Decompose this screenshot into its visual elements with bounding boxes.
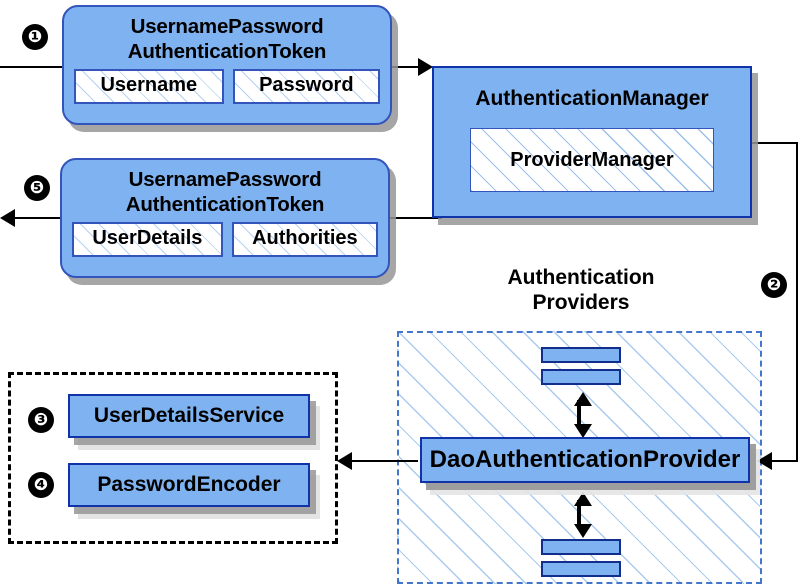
response-token-title-line2: AuthenticationToken	[125, 193, 325, 216]
provider-link-bottom-arrow-down	[574, 524, 592, 538]
request-token-slot-username: Username	[74, 69, 224, 104]
manager-to-provider-arrowhead	[757, 452, 772, 470]
dao-authentication-provider-label: DaoAuthenticationProvider	[429, 446, 741, 473]
request-token-slot-password: Password	[232, 69, 381, 104]
password-encoder-box[interactable]: PasswordEncoder	[68, 463, 310, 507]
outgoing-response-line	[14, 217, 62, 219]
provider-manager-label: ProviderManager	[510, 149, 674, 171]
provider-manager-box[interactable]: ProviderManager	[470, 128, 714, 192]
provider-link-top-stem	[577, 400, 581, 426]
request-token-title-line2: AuthenticationToken	[127, 40, 327, 63]
authentication-manager-title: AuthenticationManager	[475, 87, 709, 110]
provider-link-top-arrow-up	[574, 392, 592, 406]
request-authentication-token-box[interactable]: UsernamePassword AuthenticationToken Use…	[62, 5, 392, 125]
response-token-slot-userdetails: UserDetails	[72, 222, 223, 257]
outgoing-response-arrowhead	[0, 209, 15, 227]
dao-authentication-provider-box[interactable]: DaoAuthenticationProvider	[420, 437, 750, 483]
provider-placeholder-bottom-1	[541, 539, 621, 555]
response-authentication-token-box[interactable]: UsernamePassword AuthenticationToken Use…	[60, 158, 390, 278]
provider-placeholder-top-2	[541, 369, 621, 385]
response-token-title: UsernamePassword AuthenticationToken	[62, 160, 388, 217]
token-to-manager-arrowhead	[418, 58, 433, 76]
badge-step-2: ❷	[761, 272, 787, 298]
provider-placeholder-bottom-2	[541, 561, 621, 577]
manager-to-provider-line-vertical	[796, 142, 798, 461]
authentication-providers-label-line1: Authentication	[507, 266, 655, 289]
manager-to-response-token-line	[390, 217, 442, 219]
badge-step-5: ❺	[24, 175, 50, 201]
provider-placeholder-top-1	[541, 347, 621, 363]
authentication-providers-label: Authentication Providers	[472, 265, 690, 315]
user-details-service-label: UserDetailsService	[93, 404, 285, 427]
authentication-manager-box[interactable]: AuthenticationManager ProviderManager	[432, 66, 752, 218]
request-token-title-line1: UsernamePassword	[130, 15, 324, 38]
authentication-providers-label-line2: Providers	[532, 291, 630, 314]
response-token-slot-authorities: Authorities	[231, 222, 378, 257]
manager-to-provider-line-bottom	[772, 460, 798, 462]
manager-to-provider-line-top	[752, 142, 798, 144]
provider-to-beans-line	[352, 460, 418, 462]
incoming-request-line	[0, 66, 62, 68]
badge-step-4: ❹	[28, 472, 54, 498]
response-token-slots: UserDetails Authorities	[62, 222, 388, 257]
request-token-slots: Username Password	[64, 69, 390, 104]
provider-link-top-arrow-down	[574, 424, 592, 438]
provider-link-bottom-stem	[577, 500, 581, 526]
request-token-title: UsernamePassword AuthenticationToken	[64, 7, 390, 64]
user-details-service-box[interactable]: UserDetailsService	[68, 394, 310, 438]
provider-to-beans-arrowhead	[337, 452, 352, 470]
badge-step-3: ❸	[28, 407, 54, 433]
provider-link-bottom-arrow-up	[574, 492, 592, 506]
response-token-title-line1: UsernamePassword	[128, 168, 322, 191]
token-to-manager-line	[392, 66, 422, 68]
password-encoder-label: PasswordEncoder	[97, 473, 281, 496]
badge-step-1: ❶	[22, 24, 48, 50]
